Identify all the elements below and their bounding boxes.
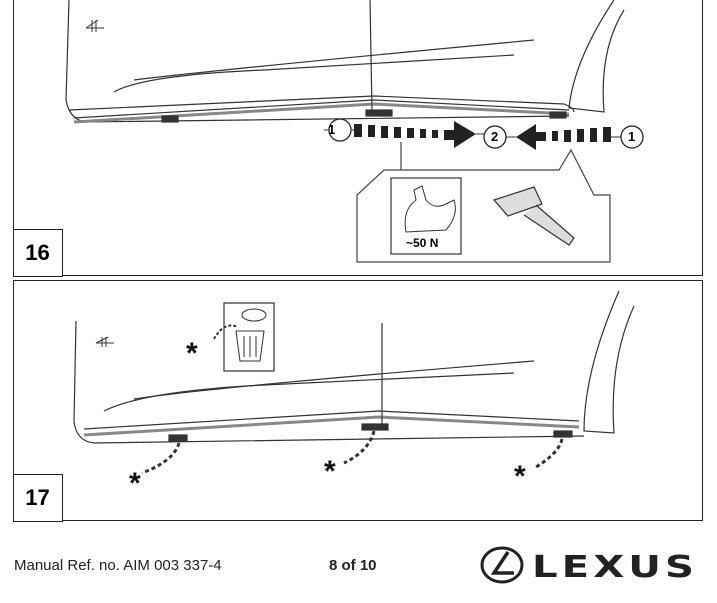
- svg-text:*: *: [324, 455, 336, 488]
- side-sill-trim-illustration: [65, 0, 644, 263]
- svg-text:*: *: [129, 467, 141, 500]
- callout-2: 2: [491, 129, 499, 144]
- page-number: 8 of 10: [329, 557, 377, 574]
- manual-reference: Manual Ref. no. AIM 003 337-4: [14, 557, 222, 574]
- svg-text:*: *: [186, 337, 198, 370]
- lexus-emblem-icon: [480, 546, 524, 584]
- step-number: 17: [12, 473, 63, 522]
- svg-text:*: *: [514, 460, 526, 493]
- force-label: ~50 N: [406, 236, 439, 250]
- callout-1-left: 1: [328, 122, 336, 137]
- callout-1-right: 1: [628, 129, 636, 144]
- step-17-panel: * * * * 17: [12, 280, 703, 522]
- step-16-panel: 1 2 1 ~50 N 16: [12, 0, 703, 277]
- step-number: 16: [12, 228, 63, 277]
- brand-wordmark: LEXUS: [532, 550, 698, 585]
- side-sill-trim-illustration: * * * *: [73, 290, 635, 500]
- lexus-logo: LEXUS: [480, 546, 698, 585]
